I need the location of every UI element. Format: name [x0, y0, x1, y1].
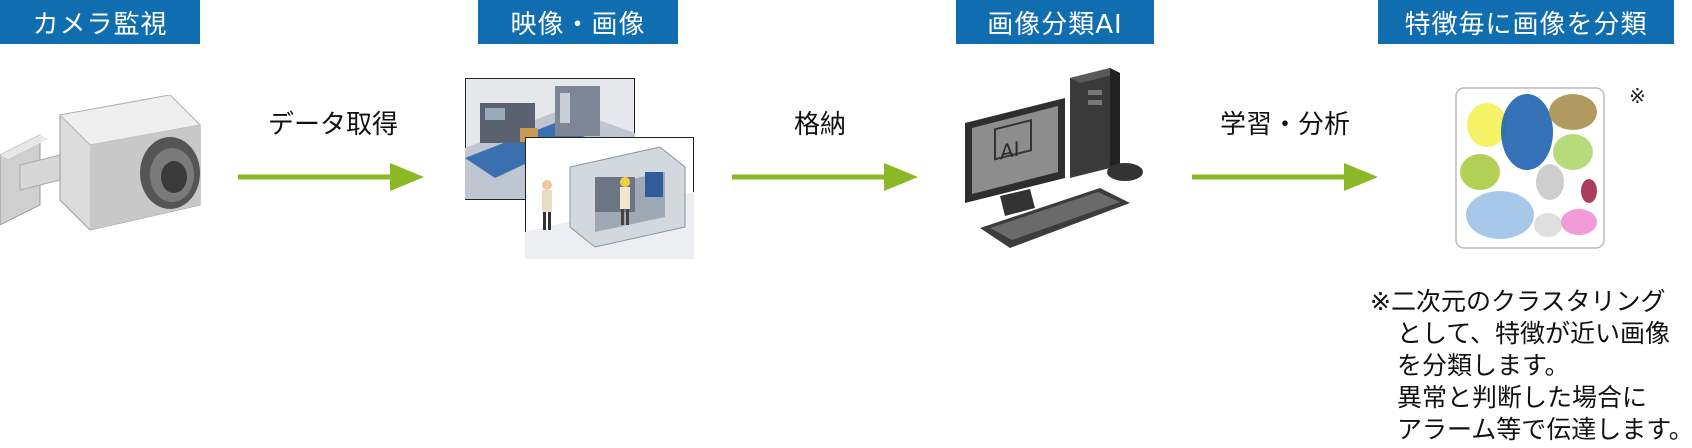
note-line-3: を分類します。 [1397, 351, 1570, 380]
cluster-yellow [1467, 103, 1507, 147]
ai-chip-text: AI [1000, 137, 1020, 165]
cluster-olive [1549, 94, 1597, 130]
note-line-4: 異常と判断した場合に [1397, 383, 1648, 412]
arrow-3 [1192, 163, 1378, 191]
cluster-lightgreen [1553, 134, 1593, 170]
note-line-5: アラーム等で伝達します。 [1397, 415, 1692, 444]
clustering-note: ※二次元のクラスタリング として、特徴が近い画像 を分類します。 異常と判断した… [1370, 286, 1692, 446]
cluster-green [1460, 154, 1500, 190]
cluster-pink [1561, 209, 1597, 235]
cluster-magenta [1581, 179, 1597, 203]
arrow-label-store: 格納 [793, 110, 846, 140]
cluster-footnote-mark: ※ [1629, 84, 1646, 108]
computer-ai-icon: AI [965, 68, 1143, 248]
note-line-1: ※二次元のクラスタリング [1370, 287, 1666, 316]
note-line-2: として、特徴が近い画像 [1397, 319, 1671, 348]
stage-label-camera: カメラ監視 [0, 0, 200, 44]
arrow-2 [732, 163, 918, 191]
stage-label-classify: 特徴毎に画像を分類 [1378, 0, 1674, 44]
arrow-1 [238, 163, 424, 191]
stage-label-ai: 画像分類AI [956, 0, 1154, 44]
cluster-blue [1501, 94, 1553, 170]
cluster-lightgray [1534, 213, 1562, 237]
stage-label-images: 映像・画像 [478, 0, 678, 44]
security-camera-icon [0, 95, 202, 231]
arrow-label-analyze: 学習・分析 [1219, 110, 1350, 140]
cluster-plot [1455, 87, 1605, 249]
factory-image-front [525, 137, 694, 259]
cluster-lightblue [1466, 191, 1534, 239]
cluster-gray [1536, 164, 1564, 200]
arrow-label-acquire: データ取得 [267, 110, 398, 140]
